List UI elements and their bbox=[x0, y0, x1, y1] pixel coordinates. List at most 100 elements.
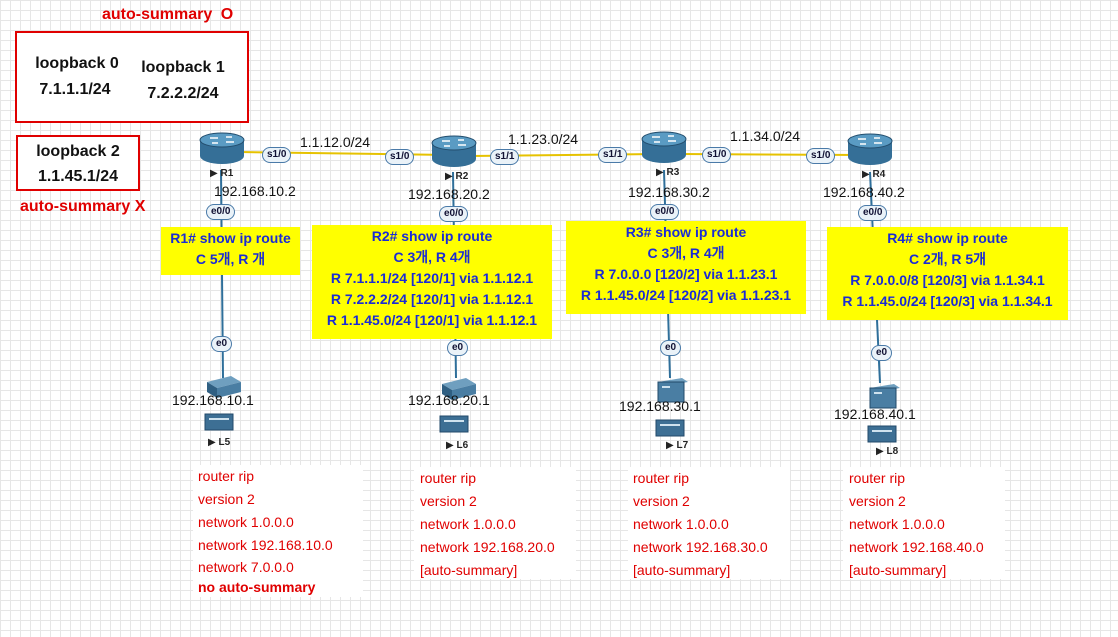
config-r1-line-1: router rip bbox=[198, 468, 255, 484]
bottom-note: auto-summary X bbox=[20, 198, 146, 215]
loopback2-name: loopback 2 bbox=[36, 143, 120, 160]
route-table-r3-route-2: R 1.1.45.0/24 [120/2] via 1.1.23.1 bbox=[580, 287, 792, 303]
port-r4-s1-0[interactable]: s1/0 bbox=[806, 148, 836, 164]
route-table-r3-route-1: R 7.0.0.0 [120/2] via 1.1.23.1 bbox=[594, 266, 778, 282]
host-icon-l8[interactable] bbox=[864, 382, 908, 444]
router-name-r2: R2 bbox=[455, 171, 469, 182]
config-r2-line-5: [auto-summary] bbox=[420, 562, 518, 578]
config-r4-line-5: [auto-summary] bbox=[849, 562, 947, 578]
top-note: auto-summary O bbox=[102, 6, 233, 24]
host-icon-l7[interactable] bbox=[652, 376, 696, 438]
loopback0-name: loopback 0 bbox=[35, 55, 119, 72]
route-table-r4-title: R4# show ip route bbox=[887, 230, 1008, 246]
route-table-r4: R4# show ip route C 2개, R 5개 R 7.0.0.0/8… bbox=[827, 227, 1068, 320]
host-name-l6: L6 bbox=[456, 440, 469, 451]
loopback-box-1: loopback 0 7.1.1.1/24 loopback 1 7.2.2.2… bbox=[15, 31, 249, 123]
loopback1-ip: 7.2.2.2/24 bbox=[147, 85, 219, 102]
config-r2-line-3: network 1.0.0.0 bbox=[420, 516, 516, 532]
loopback0-ip: 7.1.1.1/24 bbox=[39, 81, 111, 98]
port-r2-s1-1[interactable]: s1/1 bbox=[490, 149, 520, 165]
router-icon-r3[interactable] bbox=[640, 131, 688, 165]
r1-lan-ip: 192.168.10.2 bbox=[214, 183, 296, 199]
router-icon-r2[interactable] bbox=[430, 135, 478, 169]
config-r2-line-4: network 192.168.20.0 bbox=[420, 539, 555, 555]
port-r1-s1-0[interactable]: s1/0 bbox=[262, 147, 292, 163]
config-r3-line-5: [auto-summary] bbox=[633, 562, 731, 578]
route-table-r4-summary: C 2개, R 5개 bbox=[908, 251, 987, 267]
router-name-r3: R3 bbox=[666, 167, 680, 178]
config-r1-line-6: no auto-summary bbox=[198, 579, 316, 595]
config-r4-line-4: network 192.168.40.0 bbox=[849, 539, 984, 555]
config-r1-line-5: network 7.0.0.0 bbox=[198, 559, 294, 575]
config-r4-line-3: network 1.0.0.0 bbox=[849, 516, 945, 532]
router-icon-r4[interactable] bbox=[846, 133, 894, 167]
route-table-r2-route-1: R 7.1.1.1/24 [120/1] via 1.1.12.1 bbox=[330, 270, 534, 286]
config-r2: router rip version 2 network 1.0.0.0 net… bbox=[414, 467, 576, 579]
port-l8-e0[interactable]: e0 bbox=[871, 345, 893, 361]
route-table-r3-summary: C 3개, R 4개 bbox=[647, 245, 725, 261]
config-r3-line-4: network 192.168.30.0 bbox=[633, 539, 768, 555]
l6-ip: 192.168.20.1 bbox=[408, 392, 490, 408]
port-r2-e0-0[interactable]: e0/0 bbox=[439, 206, 469, 222]
route-table-r2-route-2: R 7.2.2.2/24 [120/1] via 1.1.12.1 bbox=[330, 291, 534, 307]
route-table-r1: R1# show ip route C 5개, R 개 bbox=[161, 227, 300, 275]
port-r2-s1-0[interactable]: s1/0 bbox=[385, 149, 415, 165]
route-table-r2-title: R2# show ip route bbox=[371, 228, 493, 244]
router-label-r1: ▶ R1 bbox=[210, 168, 234, 179]
route-table-r1-summary: C 5개, R 개 bbox=[195, 251, 266, 267]
route-table-r2: R2# show ip route C 3개, R 4개 R 7.1.1.1/2… bbox=[312, 225, 552, 339]
l7-ip: 192.168.30.1 bbox=[619, 398, 701, 414]
host-label-l5: ▶ L5 bbox=[208, 437, 231, 448]
config-r1-line-4: network 192.168.10.0 bbox=[198, 537, 333, 553]
route-table-r2-summary: C 3개, R 4개 bbox=[393, 249, 471, 265]
config-r4-line-1: router rip bbox=[849, 470, 906, 486]
host-label-l6: ▶ L6 bbox=[446, 440, 469, 451]
host-name-l5: L5 bbox=[218, 437, 231, 448]
config-r1-line-3: network 1.0.0.0 bbox=[198, 514, 294, 530]
config-r2-line-1: router rip bbox=[420, 470, 477, 486]
route-table-r3: R3# show ip route C 3개, R 4개 R 7.0.0.0 [… bbox=[566, 221, 806, 314]
r3-lan-ip: 192.168.30.2 bbox=[628, 184, 710, 200]
config-r2-line-2: version 2 bbox=[420, 493, 477, 509]
l8-ip: 192.168.40.1 bbox=[834, 406, 916, 422]
loopback-box-2: loopback 2 1.1.45.1/24 bbox=[16, 135, 140, 191]
port-r4-e0-0[interactable]: e0/0 bbox=[858, 205, 888, 221]
host-label-l8: ▶ L8 bbox=[876, 446, 899, 457]
network-label-r3-r4: 1.1.34.0/24 bbox=[730, 128, 801, 144]
l5-ip: 192.168.10.1 bbox=[172, 392, 254, 408]
host-name-l7: L7 bbox=[676, 440, 689, 451]
port-r1-e0-0[interactable]: e0/0 bbox=[206, 204, 236, 220]
r4-lan-ip: 192.168.40.2 bbox=[823, 184, 905, 200]
port-r3-s1-0[interactable]: s1/0 bbox=[702, 147, 732, 163]
route-table-r4-route-1: R 7.0.0.0/8 [120/3] via 1.1.34.1 bbox=[850, 272, 1045, 288]
config-r3-line-2: version 2 bbox=[633, 493, 690, 509]
port-l6-e0[interactable]: e0 bbox=[447, 340, 469, 356]
config-r4: router rip version 2 network 1.0.0.0 net… bbox=[843, 467, 1005, 579]
router-icon-r1[interactable] bbox=[198, 132, 246, 166]
port-r3-e0-0[interactable]: e0/0 bbox=[650, 204, 680, 220]
config-r1: router rip version 2 network 1.0.0.0 net… bbox=[193, 465, 363, 597]
config-r1-line-2: version 2 bbox=[198, 491, 255, 507]
config-r3-line-1: router rip bbox=[633, 470, 690, 486]
route-table-r4-route-2: R 1.1.45.0/24 [120/3] via 1.1.34.1 bbox=[842, 293, 1053, 309]
top-note-text: auto-summary bbox=[102, 6, 213, 23]
port-l7-e0[interactable]: e0 bbox=[660, 340, 682, 356]
router-label-r3: ▶ R3 bbox=[656, 167, 680, 178]
loopback1-name: loopback 1 bbox=[141, 59, 225, 76]
loopback2-ip: 1.1.45.1/24 bbox=[37, 168, 119, 185]
host-label-l7: ▶ L7 bbox=[666, 440, 689, 451]
top-note-mark: O bbox=[220, 6, 234, 23]
host-icon-l5[interactable] bbox=[201, 374, 245, 434]
network-label-r1-r2: 1.1.12.0/24 bbox=[300, 134, 371, 150]
port-r3-s1-1[interactable]: s1/1 bbox=[598, 147, 628, 163]
route-table-r3-title: R3# show ip route bbox=[625, 224, 747, 240]
r2-lan-ip: 192.168.20.2 bbox=[408, 186, 490, 202]
host-name-l8: L8 bbox=[886, 446, 899, 457]
route-table-r2-route-3: R 1.1.45.0/24 [120/1] via 1.1.12.1 bbox=[326, 312, 538, 328]
router-label-r4: ▶ R4 bbox=[862, 169, 886, 180]
port-l5-e0[interactable]: e0 bbox=[211, 336, 233, 352]
router-label-r2: ▶ R2 bbox=[445, 171, 469, 182]
config-r4-line-2: version 2 bbox=[849, 493, 906, 509]
router-name-r4: R4 bbox=[872, 169, 886, 180]
host-icon-l6[interactable] bbox=[436, 376, 480, 436]
